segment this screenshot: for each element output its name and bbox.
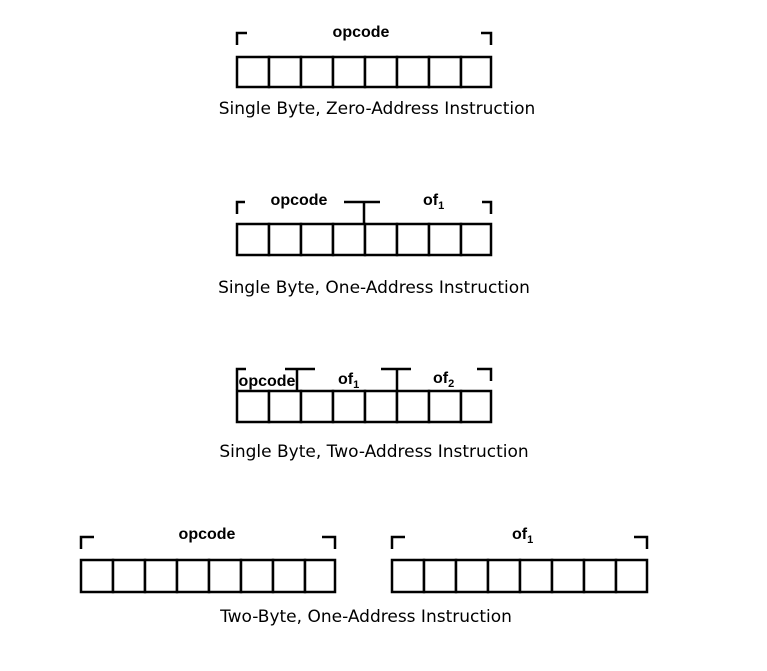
field-bracket-opcode [235, 367, 246, 390]
bit-cell [363, 222, 399, 257]
diagram-caption: Two-Byte, One-Address Instruction [219, 607, 512, 627]
bit-cell [331, 55, 367, 89]
diagram-two-byte: opcode of1 Two-Byte, One-Address Instruc… [79, 526, 649, 627]
bit-cell [427, 222, 463, 257]
bit-cell [363, 55, 399, 89]
bit-cell [422, 558, 458, 594]
field-bracket-opcode [79, 535, 337, 549]
field-bracket-of1 [482, 200, 493, 214]
bit-cell [395, 389, 431, 424]
bit-cell [427, 55, 463, 89]
bit-cell [267, 55, 303, 89]
field-bracket-of1 [390, 535, 649, 549]
bit-cell [299, 222, 335, 257]
bit-cell [207, 558, 243, 594]
bit-cell [79, 558, 115, 594]
bit-cell [582, 558, 618, 594]
field-bracket-divider [344, 200, 380, 224]
bit-cell [363, 389, 399, 424]
diagram-two-address: opcode of1 of2 Single Byte, Two-Address … [219, 367, 529, 462]
bit-cell [267, 389, 303, 424]
bit-cell [299, 389, 335, 424]
field-label-opcode: opcode [333, 24, 390, 41]
field-bracket-divider-2 [381, 367, 411, 390]
field-label-of1: of1 [512, 526, 533, 546]
bit-cells [235, 55, 493, 89]
bit-cells-byte-2 [390, 558, 649, 594]
bit-cell [235, 389, 271, 424]
bit-cell [486, 558, 522, 594]
bit-cell [239, 558, 275, 594]
field-label-of1: of1 [338, 371, 359, 391]
bit-cell [111, 558, 147, 594]
field-bracket-divider-1 [285, 367, 315, 390]
bit-cell [459, 389, 493, 424]
bit-cell [454, 558, 490, 594]
bit-cell [390, 558, 426, 594]
field-bracket-opcode [235, 31, 493, 45]
field-label-of1: of1 [423, 192, 444, 212]
field-bracket-opcode [235, 200, 245, 214]
field-label-of2: of2 [433, 370, 454, 390]
field-label-opcode: opcode [271, 192, 328, 209]
diagram-caption: Single Byte, Two-Address Instruction [219, 442, 528, 462]
bit-cell [235, 55, 271, 89]
bit-cell [395, 222, 431, 257]
bit-cell [267, 222, 303, 257]
bit-cell [271, 558, 307, 594]
field-label-opcode: opcode [239, 373, 296, 390]
diagram-caption: Single Byte, One-Address Instruction [218, 278, 530, 298]
bit-cell [331, 389, 367, 424]
field-bracket-of2 [477, 367, 493, 381]
bit-cell [331, 222, 367, 257]
diagram-zero-address: opcode Single Byte, Zero-Address Instruc… [219, 24, 536, 119]
bit-cell [143, 558, 179, 594]
bit-cell [518, 558, 554, 594]
bit-cells [235, 389, 493, 424]
bit-cell [175, 558, 211, 594]
bit-cells [235, 222, 493, 257]
bit-cell [459, 222, 493, 257]
bit-cell [427, 389, 463, 424]
bit-cell [395, 55, 431, 89]
bit-cell [614, 558, 649, 594]
bit-cell [459, 55, 493, 89]
bit-cells-byte-1 [79, 558, 337, 594]
bit-cell [235, 222, 271, 257]
field-label-opcode: opcode [179, 526, 236, 543]
diagram-caption: Single Byte, Zero-Address Instruction [219, 99, 536, 119]
bit-cell [303, 558, 337, 594]
bit-cell [550, 558, 586, 594]
bit-cell [299, 55, 335, 89]
diagram-one-address: opcode of1 Single Byte, One-Address Inst… [218, 192, 530, 298]
